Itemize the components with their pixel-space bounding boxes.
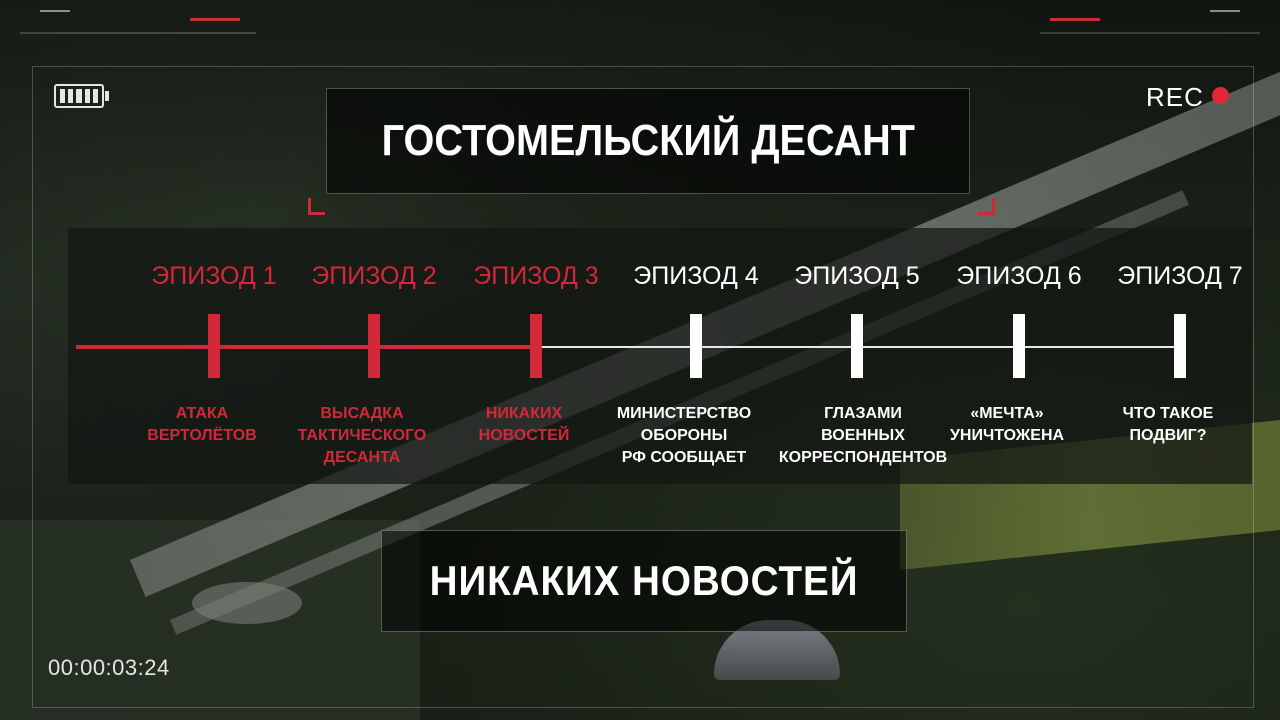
battery-cell [76,89,82,103]
title-corner-accent [978,198,995,215]
rec-label: REC [1146,82,1204,112]
episode-3-subtitle: НИКАКИХ НОВОСТЕЙ [479,403,570,447]
episode-2-marker[interactable] [368,314,380,378]
episode-6-label[interactable]: ЭПИЗОД 6 [956,262,1082,290]
battery-cell [92,89,99,103]
episode-5-marker[interactable] [851,314,863,378]
episode-1-marker[interactable] [208,314,220,378]
episode-6-subtitle: «МЕЧТА» УНИЧТОЖЕНА [950,403,1064,447]
episode-3-marker[interactable] [530,314,542,378]
battery-cell [60,89,66,103]
timeline-panel [68,228,1252,484]
episode-subtitle-line: ПОДВИГ? [1129,427,1207,444]
episode-1-subtitle: АТАКА ВЕРТОЛЁТОВ [147,403,256,447]
battery-cell [68,89,74,103]
battery-cell [84,89,90,103]
episode-subtitle-line: ГЛАЗАМИ [824,405,902,422]
title-box: ГОСТОМЕЛЬСКИЙ ДЕСАНТ [326,88,970,194]
title-corner-accent [308,198,325,215]
page-title: ГОСТОМЕЛЬСКИЙ ДЕСАНТ [381,116,915,165]
battery-tip [105,91,109,101]
episode-5-label[interactable]: ЭПИЗОД 5 [794,262,920,290]
episode-subtitle-line: НОВОСТЕЙ [478,427,570,444]
episode-6-marker[interactable] [1013,314,1025,378]
episode-subtitle-line: ВЫСАДКА [320,405,404,422]
episode-subtitle-line: АТАКА [175,405,229,422]
episode-subtitle-line: ДЕСАНТА [323,449,401,466]
episode-4-marker[interactable] [690,314,702,378]
rec-dot-icon [1212,87,1229,104]
episode-subtitle-line: ТАКТИЧЕСКОГО [297,427,427,444]
episode-4-subtitle: МИНИСТЕРСТВО ОБОРОНЫ РФ СООБЩАЕТ [617,403,751,469]
episode-3-label[interactable]: ЭПИЗОД 3 [473,262,599,290]
hud-accent [40,10,70,12]
episode-2-label[interactable]: ЭПИЗОД 2 [311,262,437,290]
hud-accent [1210,10,1240,12]
battery-icon [54,84,104,108]
background-apron [192,582,302,624]
timecode: 00:00:03:24 [48,655,170,680]
episode-subtitle-line: МИНИСТЕРСТВО [616,405,752,422]
episode-7-subtitle: ЧТО ТАКОЕ ПОДВИГ? [1123,403,1214,447]
hud-top-line [1040,32,1260,34]
episode-subtitle-line: НИКАКИХ [485,405,563,422]
hud-accent [190,18,240,21]
current-episode-box: НИКАКИХ НОВОСТЕЙ [381,530,907,632]
episode-4-label[interactable]: ЭПИЗОД 4 [633,262,759,290]
hud-frame [32,66,1254,708]
episode-subtitle-line: ВЕРТОЛЁТОВ [147,427,257,444]
hud-accent [1050,18,1100,21]
episode-subtitle-line: КОРРЕСПОНДЕНТОВ [778,449,948,466]
episode-2-subtitle: ВЫСАДКА ТАКТИЧЕСКОГО ДЕСАНТА [298,403,427,469]
hud-top-line [20,32,256,34]
current-episode-title: НИКАКИХ НОВОСТЕЙ [429,557,859,604]
timeline-progress-line [76,345,536,349]
episode-7-label[interactable]: ЭПИЗОД 7 [1117,262,1243,290]
episode-subtitle-line: ЧТО ТАКОЕ [1122,405,1214,422]
episode-subtitle-line: ОБОРОНЫ [640,427,728,444]
episode-1-label[interactable]: ЭПИЗОД 1 [151,262,277,290]
episode-7-marker[interactable] [1174,314,1186,378]
episode-subtitle-line: РФ СООБЩАЕТ [621,449,747,466]
episode-subtitle-line: «МЕЧТА» [970,405,1044,422]
episode-5-subtitle: ГЛАЗАМИ ВОЕННЫХ КОРРЕСПОНДЕНТОВ [779,403,947,469]
episode-subtitle-line: ВОЕННЫХ [821,427,905,444]
episode-subtitle-line: УНИЧТОЖЕНА [949,427,1065,444]
